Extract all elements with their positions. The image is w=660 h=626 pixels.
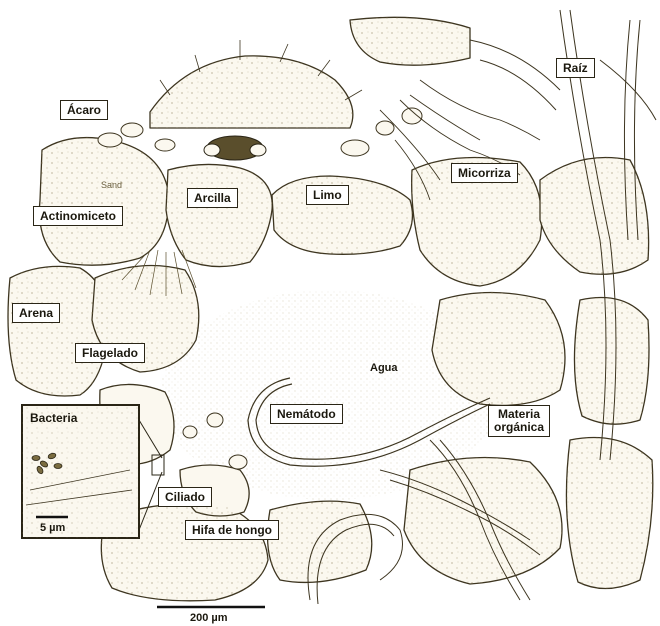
label-inset-scale: 5 µm [40,522,65,534]
label-materia-line2: orgánica [494,421,544,434]
label-agua: Agua [370,362,398,374]
mite-mouthparts [204,136,266,160]
label-arena: Arena [12,303,60,323]
label-raiz: Raíz [556,58,595,78]
label-sand: Sand [101,180,122,190]
label-acaro: Ácaro [60,100,108,120]
label-arcilla: Arcilla [187,188,238,208]
label-hifa: Hifa de hongo [185,520,279,540]
label-main-scale: 200 µm [190,612,228,624]
label-bacteria: Bacteria [30,411,77,425]
label-flagelado: Flagelado [75,343,145,363]
label-actinomiceto: Actinomiceto [33,206,123,226]
label-ciliado: Ciliado [158,487,212,507]
label-limo: Limo [306,185,349,205]
label-nematodo: Nemátodo [270,404,343,424]
label-micorriza: Micorriza [451,163,518,183]
label-materia-organica: Materia orgánica [488,405,550,437]
